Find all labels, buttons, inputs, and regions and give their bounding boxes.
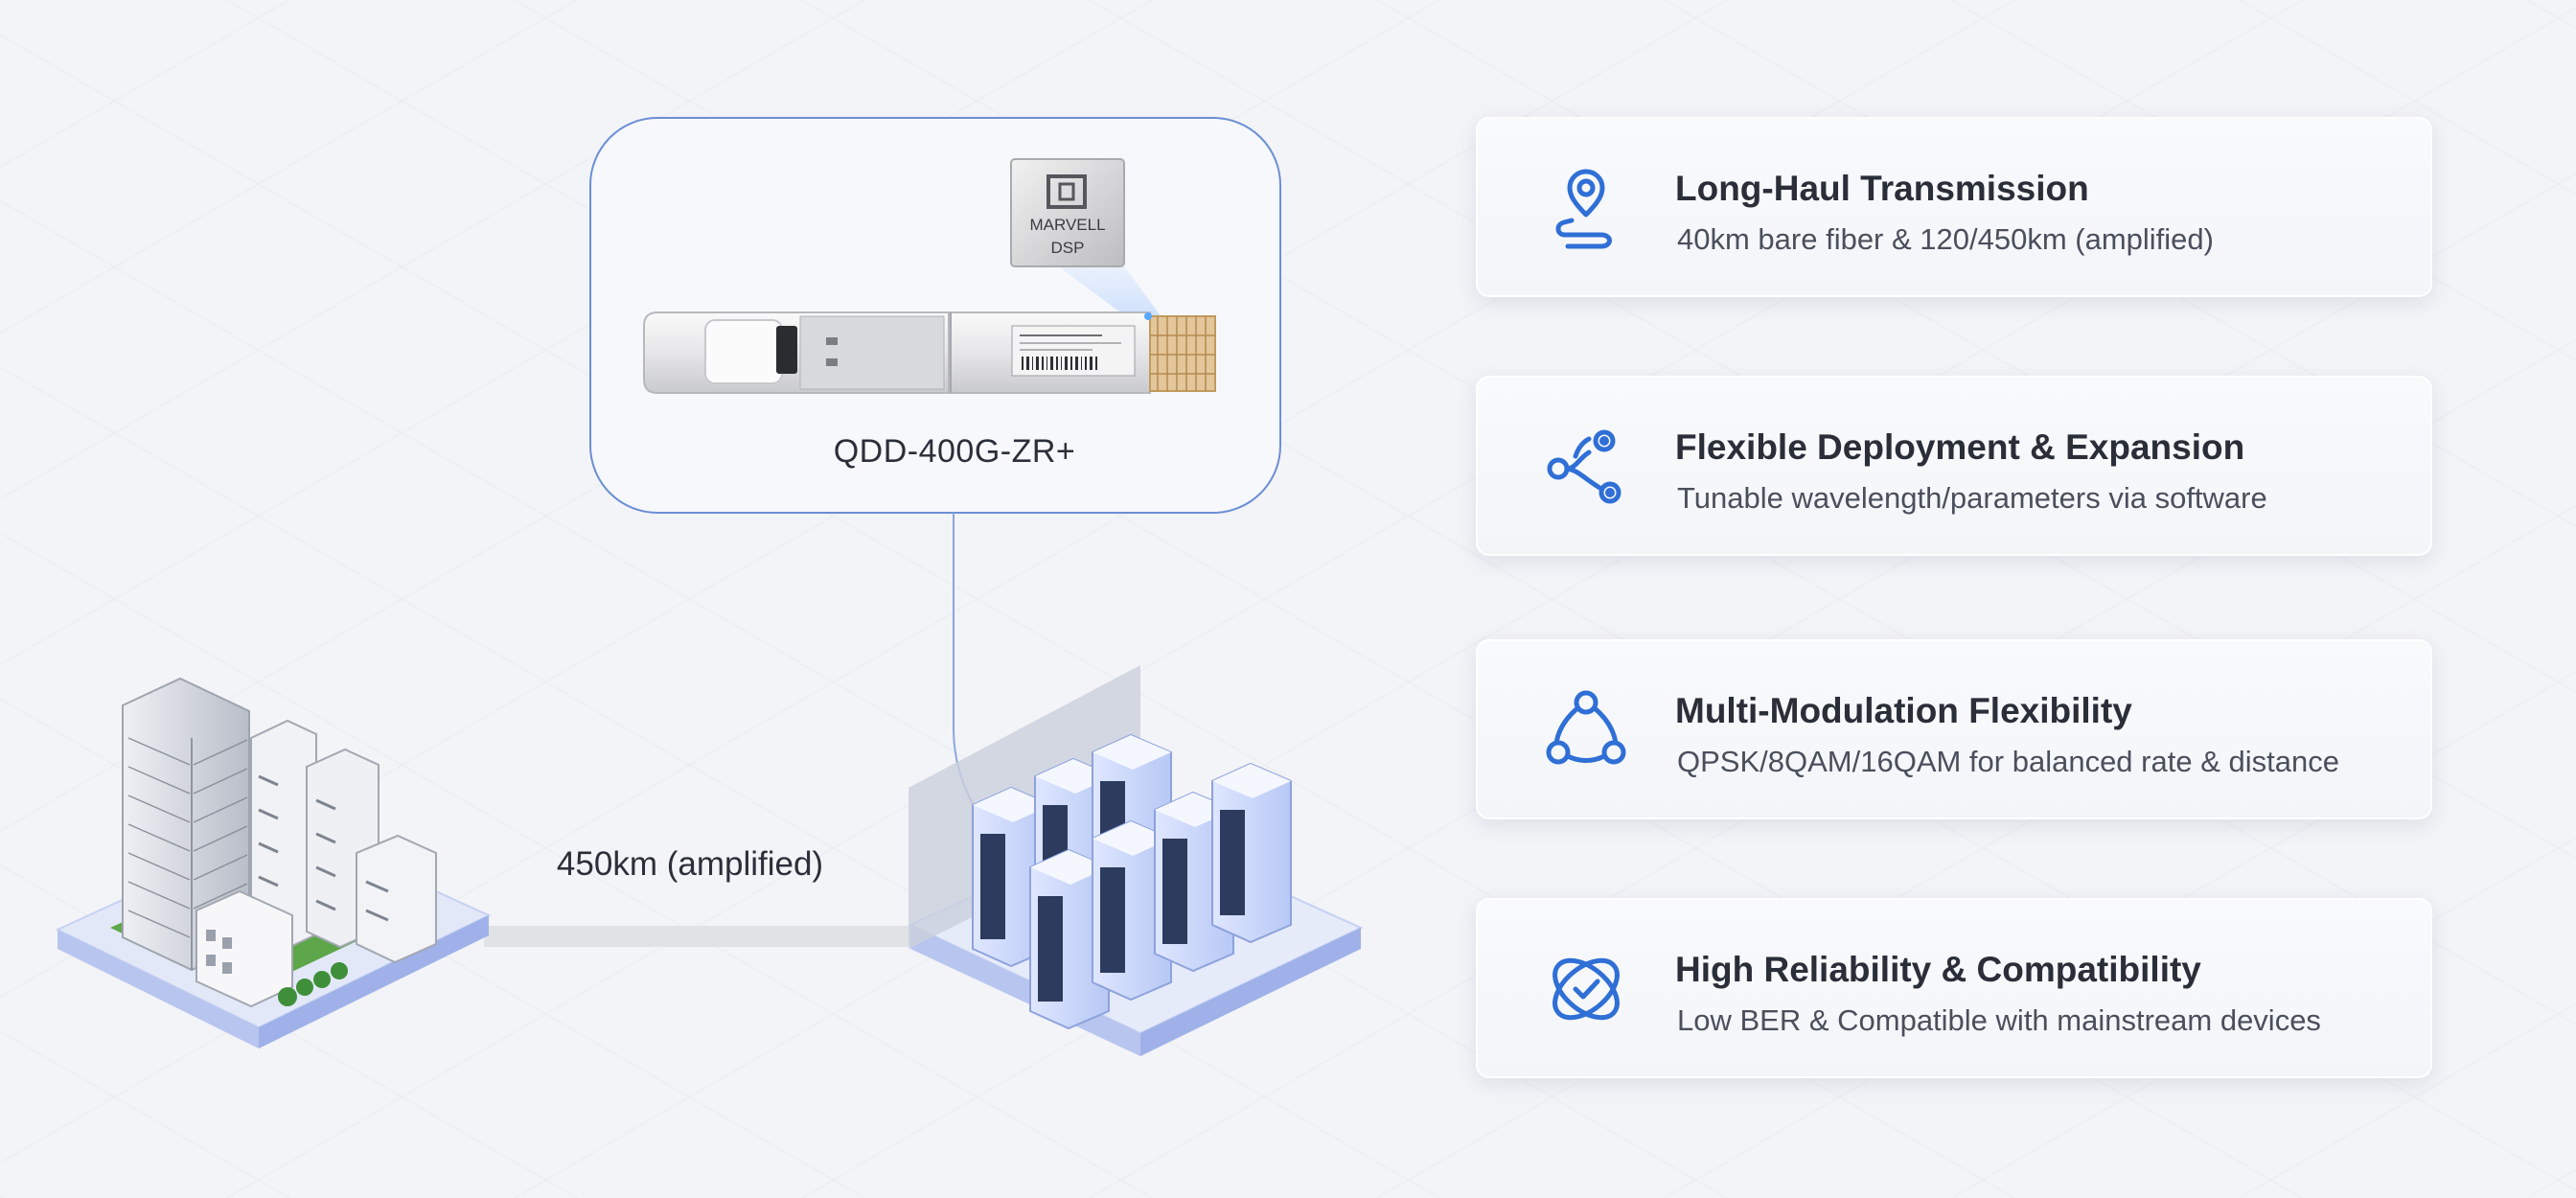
triangle-nodes-icon xyxy=(1543,687,1629,773)
feature-title: Flexible Deployment & Expansion xyxy=(1675,427,2245,467)
feature-card-high-reliability: High Reliability & Compatibility Low BER… xyxy=(1476,898,2432,1078)
feature-description: Low BER & Compatible with mainstream dev… xyxy=(1677,1003,2321,1037)
feature-card-multi-modulation: Multi-Modulation Flexibility QPSK/8QAM/1… xyxy=(1476,639,2432,819)
server-racks xyxy=(972,733,1292,1030)
distance-label: 450km (amplified) xyxy=(556,845,824,883)
fiber-link-bar xyxy=(484,926,934,947)
feature-title: Multi-Modulation Flexibility xyxy=(1675,691,2132,730)
transceiver-module-image xyxy=(643,311,1216,394)
chip-type: DSP xyxy=(1051,239,1085,257)
feature-description: QPSK/8QAM/16QAM for balanced rate & dist… xyxy=(1677,745,2339,778)
location-route-icon xyxy=(1543,165,1629,251)
feature-description: 40km bare fiber & 120/450km (amplified) xyxy=(1677,222,2214,256)
feature-card-long-haul: Long-Haul Transmission 40km bare fiber &… xyxy=(1476,117,2432,297)
feature-description: Tunable wavelength/parameters via softwa… xyxy=(1677,481,2267,515)
feature-title: Long-Haul Transmission xyxy=(1675,169,2089,208)
shield-check-orbit-icon xyxy=(1543,946,1629,1032)
share-nodes-icon xyxy=(1543,424,1629,510)
feature-title: High Reliability & Compatibility xyxy=(1675,950,2201,989)
chip-brand: MARVELL xyxy=(1029,216,1105,234)
dsp-chip-image: MARVELL DSP xyxy=(1010,158,1125,267)
datacenter-servers-image xyxy=(908,665,1364,1056)
chip-beam xyxy=(1035,249,1164,331)
city-buildings-image xyxy=(55,677,492,1048)
feature-card-flexible-deployment: Flexible Deployment & Expansion Tunable … xyxy=(1476,376,2432,556)
product-model-label: QDD-400G-ZR+ xyxy=(833,433,1076,470)
